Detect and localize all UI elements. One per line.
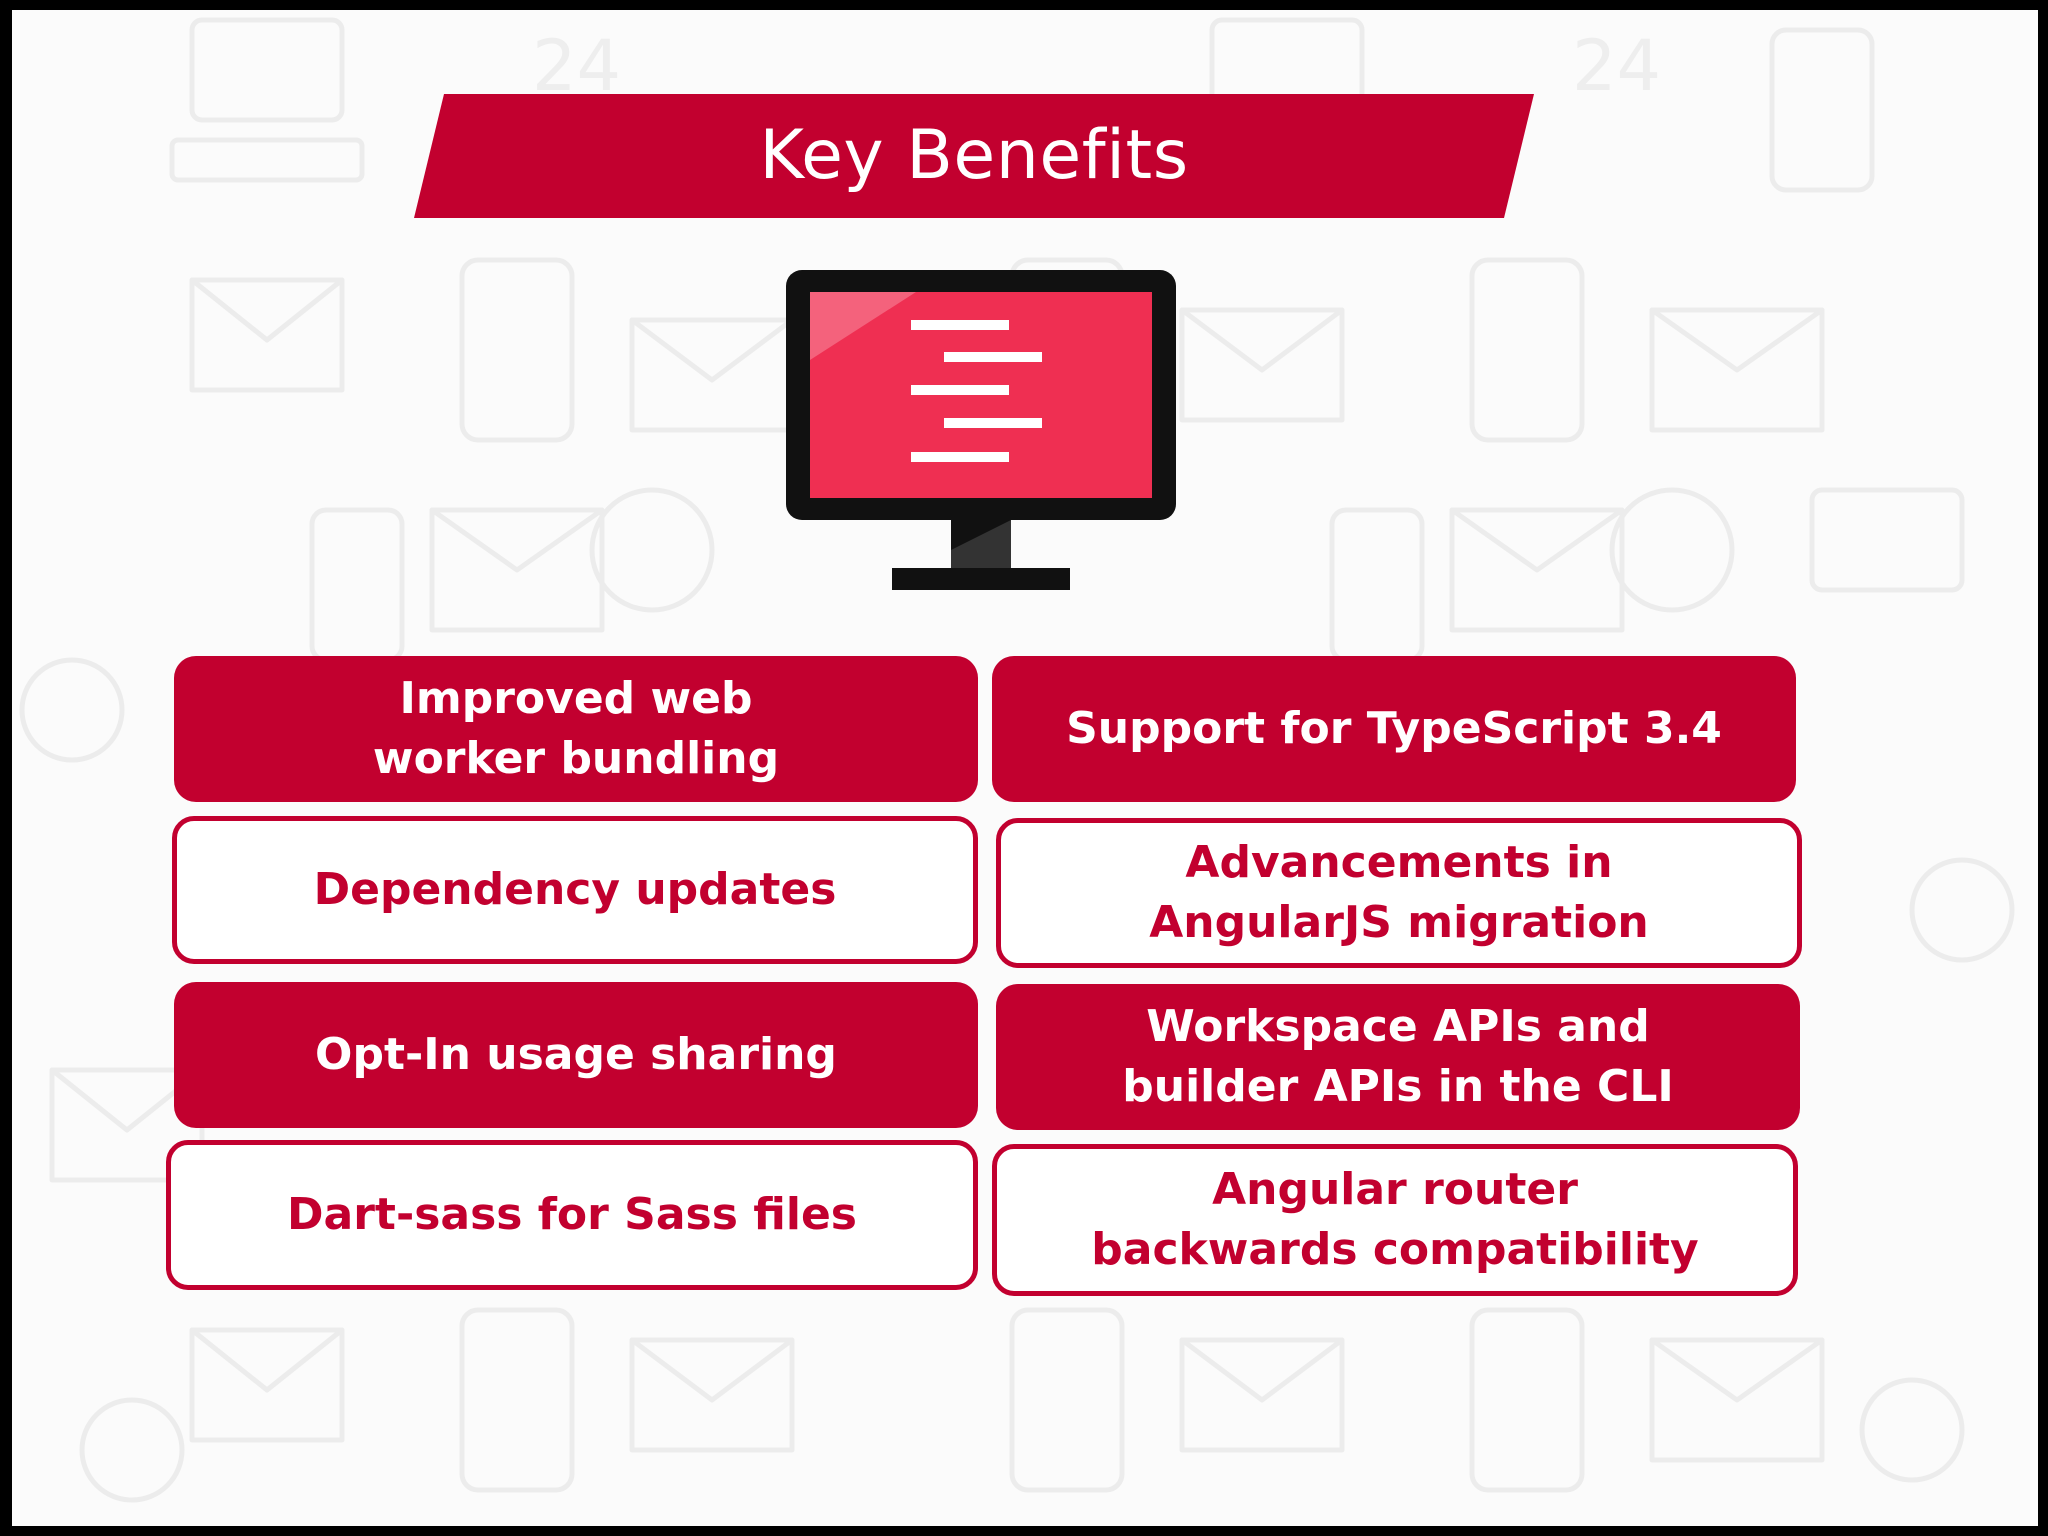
svg-text:24: 24 xyxy=(1572,25,1661,107)
benefit-card-dependency-updates: Dependency updates xyxy=(172,816,978,964)
benefit-card-typescript: Support for TypeScript 3.4 xyxy=(992,656,1796,802)
benefit-label: Improved web worker bundling xyxy=(372,673,780,784)
benefit-card-workspace-apis: Workspace APIs and builder APIs in the C… xyxy=(996,984,1800,1130)
benefit-card-usage-sharing: Opt-In usage sharing xyxy=(174,982,978,1128)
banner-shape xyxy=(414,94,1534,218)
benefit-card-web-worker: Improved web worker bundling xyxy=(174,656,978,802)
benefit-label: Advancements in AngularJS migration xyxy=(1149,837,1649,948)
page-title: Key Benefits xyxy=(759,116,1189,195)
benefit-card-angularjs-migration: Advancements in AngularJS migration xyxy=(996,818,1802,968)
benefit-card-dart-sass: Dart-sass for Sass files xyxy=(166,1140,978,1290)
doodle-background: 24 24 xyxy=(19,17,2015,1503)
svg-text:24: 24 xyxy=(532,25,621,107)
benefit-label: Angular router backwards compatibility xyxy=(1091,1164,1699,1275)
slide: 24 24 xyxy=(12,10,2038,1526)
benefit-label: Opt-In usage sharing xyxy=(315,1029,837,1080)
title-banner: Key Benefits xyxy=(414,94,1534,218)
benefit-label: Support for TypeScript 3.4 xyxy=(1066,703,1722,754)
benefit-label: Dart-sass for Sass files xyxy=(287,1189,857,1240)
benefit-label: Dependency updates xyxy=(313,864,837,915)
benefit-label: Workspace APIs and builder APIs in the C… xyxy=(1122,1001,1674,1112)
monitor-icon xyxy=(786,270,1176,590)
benefit-card-router-compatibility: Angular router backwards compatibility xyxy=(992,1144,1798,1296)
